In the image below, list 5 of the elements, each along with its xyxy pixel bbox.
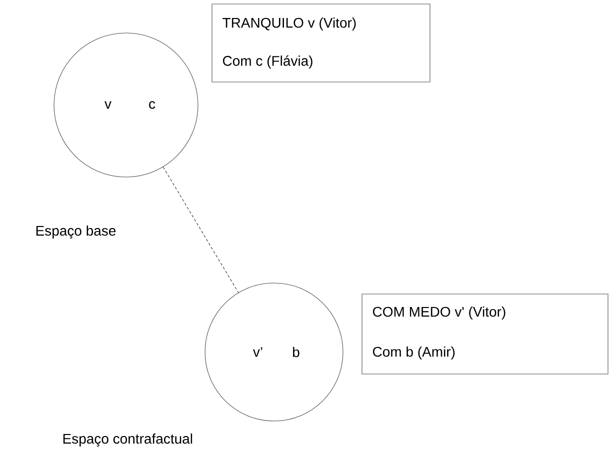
text-box: COM MEDO v' (Vitor) Com b (Amir) [362, 294, 608, 374]
text-box: TRANQUILO v (Vitor) Com c (Flávia) [212, 4, 430, 82]
connector-line [162, 166, 239, 293]
space-label: Espaço contrafactual [63, 433, 192, 447]
space-label: Espaço base [36, 225, 116, 239]
